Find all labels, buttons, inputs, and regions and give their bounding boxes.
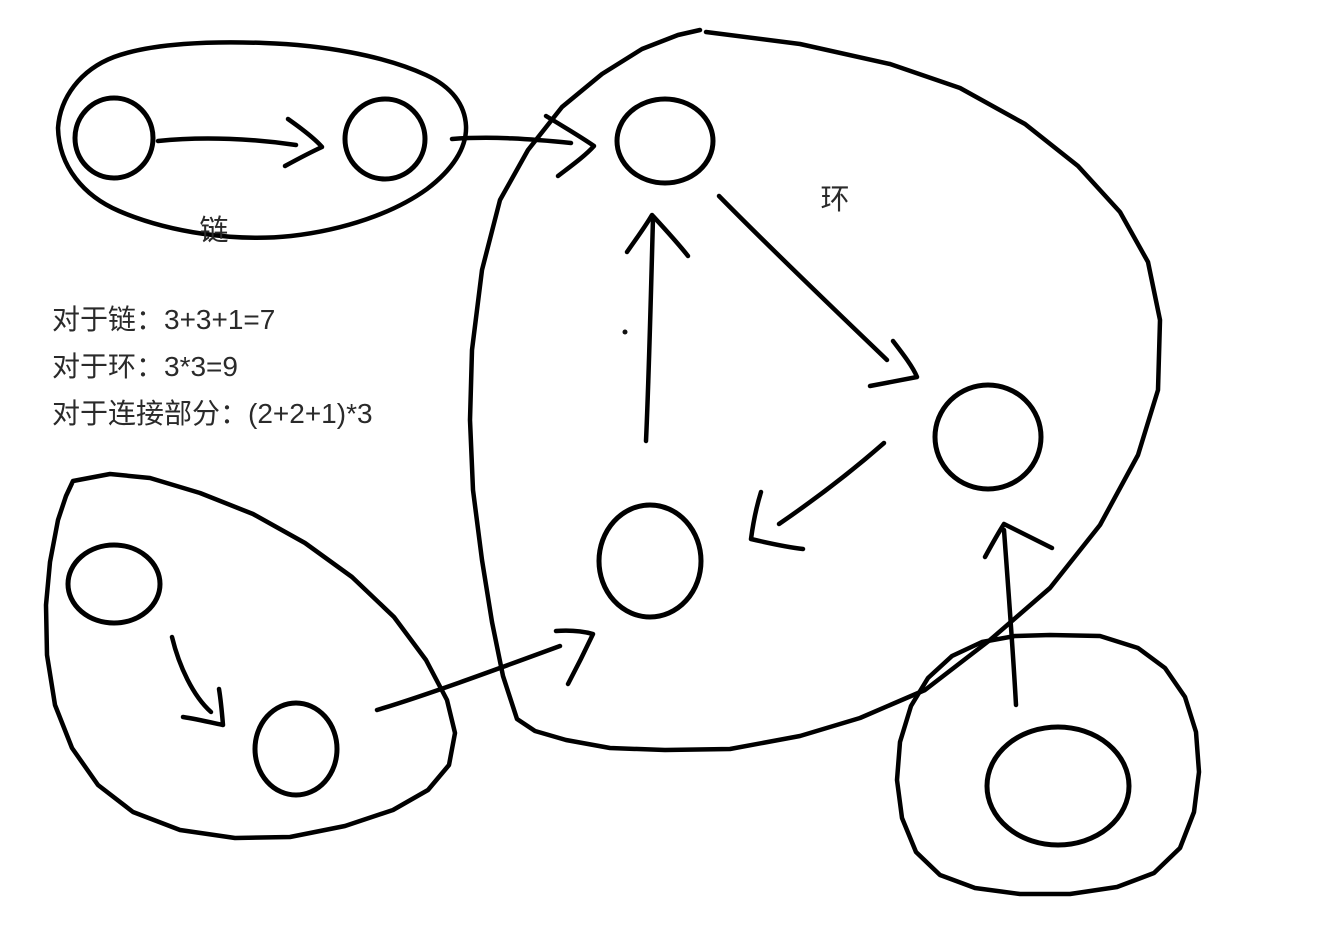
br-node-1 (984, 724, 1132, 848)
ring-node-top (614, 96, 716, 186)
bl-edge-arrowhead-icon (180, 686, 226, 728)
stray-dot (622, 329, 628, 335)
ring-edge-right-to-bottom-shaft (776, 440, 887, 527)
ring-node-bottom (596, 502, 704, 620)
bl-node-1 (65, 542, 163, 626)
bl-to-ring-arrowhead-icon (553, 628, 596, 687)
connection-arrows (374, 113, 1055, 713)
bottom-right-group-outline (894, 632, 1202, 897)
formula-line-chain: 对于链：3+3+1=7 (52, 304, 275, 335)
ring-group: 环 (467, 27, 1163, 753)
bl-edge-arrow-shaft (169, 634, 214, 715)
ring-edge-top-to-right-shaft (716, 193, 890, 363)
chain-label: 链 (199, 214, 228, 247)
bl-node-2 (252, 700, 340, 798)
ring-edge-top-to-right-arrowhead-icon (867, 338, 920, 389)
chain-node-2 (342, 96, 428, 182)
br-to-ring-arrowhead-icon (982, 521, 1055, 560)
bottom-left-group-outline (43, 471, 458, 841)
chain-to-ring-arrow-shaft (449, 135, 574, 146)
formula-line-ring: 对于环：3*3=9 (52, 351, 238, 382)
bottom-left-group (43, 471, 458, 841)
ring-label: 环 (820, 184, 849, 216)
bl-to-ring-arrow-shaft (374, 643, 563, 713)
chain-group-outline (55, 40, 469, 240)
ring-edge-bottom-to-top-shaft (643, 215, 656, 444)
br-to-ring-arrow-shaft (1001, 527, 1019, 708)
ring-edge-bottom-to-top-arrowhead-icon (624, 212, 691, 259)
chain-node-1 (72, 95, 156, 181)
formula-notes: 对于链：3+3+1=7 对于环：3*3=9 对于连接部分：(2+2+1)*3 (52, 304, 373, 429)
ring-edge-right-to-bottom-arrowhead-icon (748, 489, 806, 552)
formula-line-connection: 对于连接部分：(2+2+1)*3 (52, 398, 373, 429)
chain-edge-arrowhead-icon (282, 116, 325, 169)
ring-node-right (932, 382, 1044, 492)
chain-to-ring-arrowhead-icon (543, 113, 597, 179)
bottom-right-group (894, 632, 1202, 897)
chain-edge-arrow-shaft (155, 136, 299, 148)
chain-group: 链 (55, 40, 469, 247)
ring-group-outline (467, 27, 1163, 753)
